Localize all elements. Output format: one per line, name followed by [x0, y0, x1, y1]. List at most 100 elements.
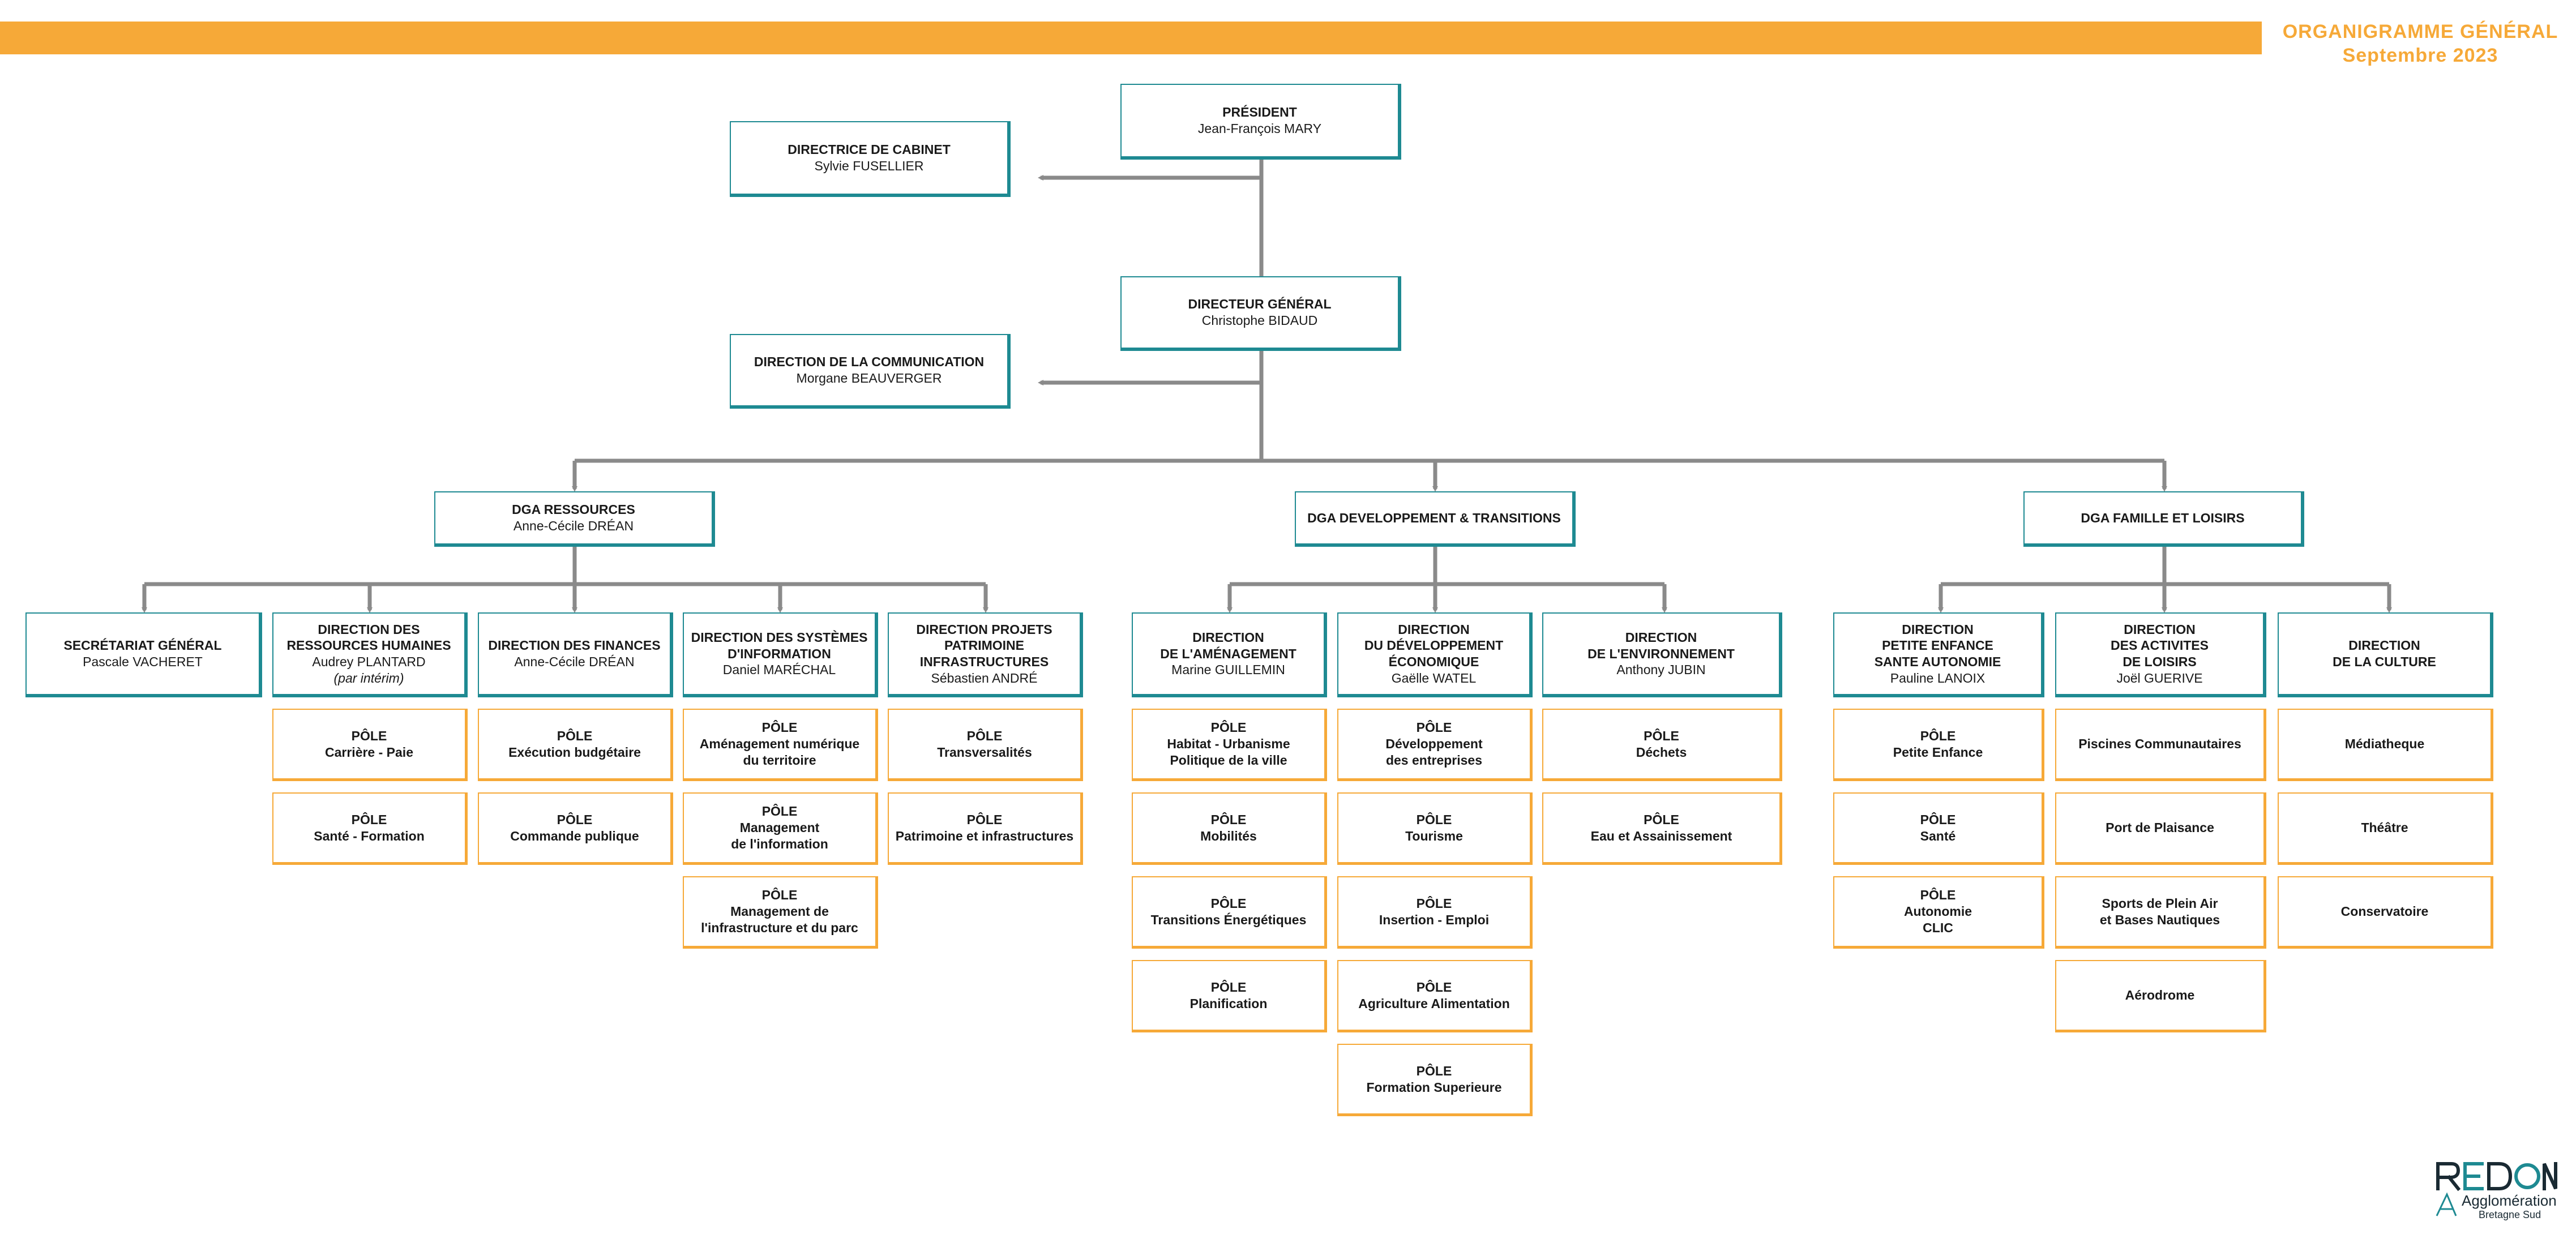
pole-label: PÔLE Développement des entreprises [1385, 720, 1483, 768]
page-subtitle: Septembre 2023 [2342, 45, 2498, 66]
direction-title: DIRECTION DU DÉVELOPPEMENT ÉCONOMIQUE [1364, 622, 1504, 670]
dg-box[interactable]: DIRECTEUR GÉNÉRAL Christophe BIDAUD [1120, 276, 1401, 351]
dga-ressources-title: DGA RESSOURCES [512, 502, 635, 517]
direction-name: Marine GUILLEMIN [1171, 662, 1285, 678]
pole-label: PÔLE Déchets [1636, 728, 1687, 760]
direction-title: DIRECTION DE L'AMÉNAGEMENT [1160, 629, 1296, 661]
direction-title: DIRECTION DE L'ENVIRONNEMENT [1587, 629, 1735, 661]
pole-box[interactable]: PÔLE Management de l'information [683, 792, 878, 865]
pole-box[interactable]: Théâtre [2278, 792, 2493, 865]
pole-label: PÔLE Eau et Assainissement [1590, 812, 1732, 843]
pole-label: Conservatoire [2340, 904, 2429, 919]
direction-title: SECRÉTARIAT GÉNÉRAL [63, 638, 222, 653]
cabinet-box[interactable]: DIRECTRICE DE CABINET Sylvie FUSELLIER [730, 121, 1011, 197]
header-bar [0, 22, 2262, 54]
pole-label: PÔLE Insertion - Emploi [1379, 895, 1490, 927]
direction-loisirs[interactable]: DIRECTION DES ACTIVITES DE LOISIRS Joël … [2055, 612, 2266, 697]
direction-culture[interactable]: DIRECTION DE LA CULTURE [2278, 612, 2493, 697]
direction-si[interactable]: DIRECTION DES SYSTÈMES D'INFORMATION Dan… [683, 612, 878, 697]
pole-label: PÔLE Petite Enfance [1893, 728, 1983, 760]
redon-agglomeration-logo: Agglomération Bretagne Sud [2436, 1162, 2557, 1220]
pole-label: PÔLE Formation Superieure [1366, 1063, 1502, 1095]
direction-projets[interactable]: DIRECTION PROJETS PATRIMOINE INFRASTRUCT… [888, 612, 1083, 697]
pole-label: PÔLE Mobilités [1200, 812, 1257, 843]
direction-secretariat[interactable]: SECRÉTARIAT GÉNÉRAL Pascale VACHERET [25, 612, 262, 697]
logo-line1: Agglomération [2462, 1192, 2557, 1209]
pole-box[interactable]: PÔLE Aménagement numérique du territoire [683, 709, 878, 781]
pole-box[interactable]: PÔLE Autonomie CLIC [1833, 876, 2044, 949]
pole-box[interactable]: PÔLE Petite Enfance [1833, 709, 2044, 781]
pole-box[interactable]: PÔLE Formation Superieure [1337, 1044, 1533, 1116]
direction-title: DIRECTION PROJETS PATRIMOINE INFRASTRUCT… [916, 622, 1052, 670]
direction-finances[interactable]: DIRECTION DES FINANCES Anne-Cécile DRÉAN [478, 612, 673, 697]
pole-box[interactable]: PÔLE Insertion - Emploi [1337, 876, 1533, 949]
dga-dev-box[interactable]: DGA DEVELOPPEMENT & TRANSITIONS [1295, 491, 1576, 547]
pole-box[interactable]: Médiatheque [2278, 709, 2493, 781]
pole-box[interactable]: PÔLE Carrière - Paie [272, 709, 468, 781]
direction-amenagement[interactable]: DIRECTION DE L'AMÉNAGEMENT Marine GUILLE… [1132, 612, 1327, 697]
direction-name: Anne-Cécile DRÉAN [514, 654, 635, 669]
pole-box[interactable]: PÔLE Agriculture Alimentation [1337, 960, 1533, 1032]
pole-label: Port de Plaisance [2106, 820, 2214, 835]
dga-dev-title: DGA DEVELOPPEMENT & TRANSITIONS [1307, 510, 1561, 525]
direction-name: Sébastien ANDRÉ [931, 670, 1038, 685]
pole-box[interactable]: PÔLE Déchets [1542, 709, 1782, 781]
president-box[interactable]: PRÉSIDENT Jean-François MARY [1120, 84, 1401, 160]
pole-box[interactable]: Port de Plaisance [2055, 792, 2266, 865]
pole-box[interactable]: PÔLE Eau et Assainissement [1542, 792, 1782, 865]
president-name: Jean-François MARY [1197, 121, 1322, 136]
president-title: PRÉSIDENT [1222, 105, 1297, 120]
direction-title: DIRECTION DES SYSTÈMES D'INFORMATION [691, 629, 868, 661]
direction-environnement[interactable]: DIRECTION DE L'ENVIRONNEMENT Anthony JUB… [1542, 612, 1782, 697]
communication-box[interactable]: DIRECTION DE LA COMMUNICATION Morgane BE… [730, 334, 1011, 409]
direction-title: DIRECTION DES RESSOURCES HUMAINES [286, 622, 451, 653]
dga-ressources-box[interactable]: DGA RESSOURCES Anne-Cécile DRÉAN [434, 491, 715, 547]
pole-label: Piscines Communautaires [2078, 736, 2241, 752]
communication-name: Morgane BEAUVERGER [796, 371, 942, 385]
pole-box[interactable]: PÔLE Management de l'infrastructure et d… [683, 876, 878, 949]
pole-label: PÔLE Exécution budgétaire [508, 728, 641, 760]
direction-rh[interactable]: DIRECTION DES RESSOURCES HUMAINES Audrey… [272, 612, 468, 697]
pole-box[interactable]: PÔLE Transitions Énergétiques [1132, 876, 1327, 949]
pole-box[interactable]: PÔLE Santé - Formation [272, 792, 468, 865]
pole-label: PÔLE Transitions Énergétiques [1150, 895, 1307, 927]
pole-box[interactable]: PÔLE Exécution budgétaire [478, 709, 673, 781]
pole-box[interactable]: PÔLE Planification [1132, 960, 1327, 1032]
pole-box[interactable]: Piscines Communautaires [2055, 709, 2266, 781]
direction-title: DIRECTION PETITE ENFANCE SANTE AUTONOMIE [1874, 622, 2001, 670]
pole-box[interactable]: PÔLE Tourisme [1337, 792, 1533, 865]
direction-name: Joël GUERIVE [2116, 670, 2203, 685]
pole-label: PÔLE Santé [1920, 812, 1956, 843]
dga-famille-box[interactable]: DGA FAMILLE ET LOISIRS [2023, 491, 2304, 547]
cabinet-title: DIRECTRICE DE CABINET [788, 142, 951, 157]
pole-label: PÔLE Habitat - Urbanisme Politique de la… [1167, 720, 1290, 768]
direction-name: Daniel MARÉCHAL [722, 662, 836, 678]
pole-box[interactable]: Sports de Plein Air et Bases Nautiques [2055, 876, 2266, 949]
direction-title: DIRECTION DES FINANCES [488, 638, 661, 653]
pole-box[interactable]: PÔLE Mobilités [1132, 792, 1327, 865]
dg-name: Christophe BIDAUD [1201, 313, 1318, 328]
direction-enfance[interactable]: DIRECTION PETITE ENFANCE SANTE AUTONOMIE… [1833, 612, 2044, 697]
direction-name: Gaëlle WATEL [1391, 670, 1477, 685]
pole-label: PÔLE Santé - Formation [314, 812, 425, 843]
pole-label: Médiatheque [2344, 736, 2425, 752]
direction-name: Pascale VACHERET [83, 654, 203, 669]
pole-box[interactable]: Conservatoire [2278, 876, 2493, 949]
pole-label: Théâtre [2361, 820, 2408, 835]
communication-title: DIRECTION DE LA COMMUNICATION [754, 354, 985, 370]
pole-box[interactable]: PÔLE Santé [1833, 792, 2044, 865]
pole-label: PÔLE Planification [1189, 979, 1268, 1011]
direction-eco[interactable]: DIRECTION DU DÉVELOPPEMENT ÉCONOMIQUE Ga… [1337, 612, 1533, 697]
pole-label: PÔLE Aménagement numérique du territoire [699, 720, 860, 768]
pole-box[interactable]: Aérodrome [2055, 960, 2266, 1032]
pole-box[interactable]: PÔLE Patrimoine et infrastructures [888, 792, 1083, 865]
pole-box[interactable]: PÔLE Transversalités [888, 709, 1083, 781]
cabinet-name: Sylvie FUSELLIER [814, 158, 924, 173]
pole-box[interactable]: PÔLE Développement des entreprises [1337, 709, 1533, 781]
pole-box[interactable]: PÔLE Habitat - Urbanisme Politique de la… [1132, 709, 1327, 781]
page-title: ORGANIGRAMME GÉNÉRAL [2282, 21, 2558, 42]
pole-label: Sports de Plein Air et Bases Nautiques [2099, 895, 2220, 927]
direction-name: Anthony JUBIN [1616, 662, 1706, 678]
pole-box[interactable]: PÔLE Commande publique [478, 792, 673, 865]
direction-name: Pauline LANOIX [1890, 670, 1986, 685]
